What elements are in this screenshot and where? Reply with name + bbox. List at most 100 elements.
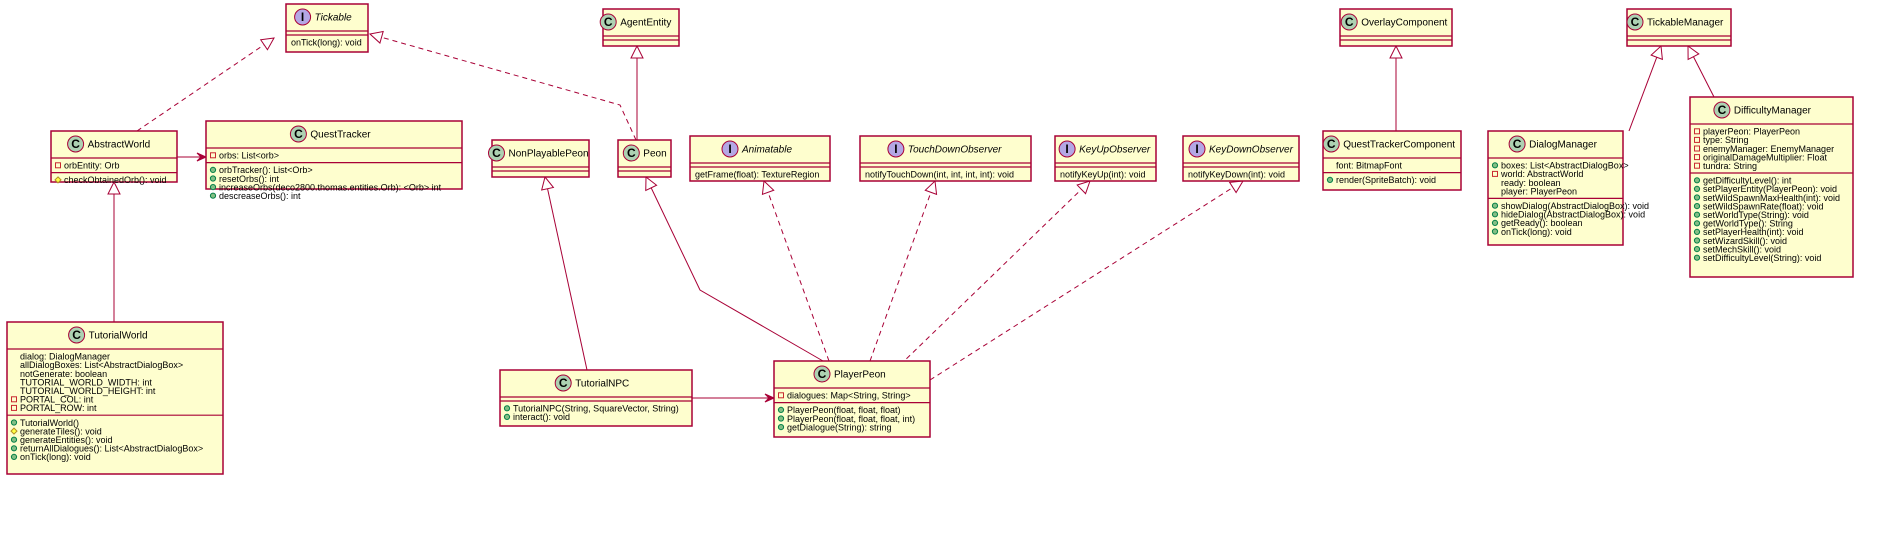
class-field: tundra: String xyxy=(1703,161,1757,171)
class-method: getDialogue(String): string xyxy=(787,422,892,432)
relation-line xyxy=(763,180,830,362)
class-method: onTick(long): void xyxy=(1501,227,1572,237)
class-quest-tracker[interactable]: C QuestTracker orbs: List<orb> orbTracker()… xyxy=(205,120,463,201)
public-icon xyxy=(777,406,785,413)
public-icon xyxy=(1693,237,1701,244)
relation-line xyxy=(1628,45,1662,132)
inheritance-triangle xyxy=(761,179,775,196)
relation-realization xyxy=(136,37,275,132)
class-name: KeyDownObserver xyxy=(1209,145,1294,156)
public-icon xyxy=(10,419,18,426)
class-method: notifyKeyUp(int): void xyxy=(1060,170,1146,180)
class-field: PORTAL_ROW: int xyxy=(20,403,97,413)
class-overlay-component[interactable]: C OverlayComponent xyxy=(1339,8,1453,47)
relations-layer xyxy=(107,30,1715,403)
interface-icon xyxy=(721,140,739,158)
relation-association xyxy=(177,152,208,162)
public-icon xyxy=(1693,194,1701,201)
stereotype-letter: C xyxy=(1345,15,1354,29)
public-icon xyxy=(209,192,217,199)
private-icon xyxy=(1694,136,1700,143)
class-name: TickableManager xyxy=(1647,18,1724,29)
class-name: QuestTracker xyxy=(310,130,371,141)
class-box xyxy=(1322,130,1462,191)
class-name: KeyUpObserver xyxy=(1079,145,1151,156)
relation-realization xyxy=(869,179,938,362)
class-name: PlayerPeon xyxy=(834,370,886,381)
relation-realization xyxy=(761,179,830,362)
public-icon xyxy=(10,445,18,452)
class-box xyxy=(1689,96,1854,278)
private-icon xyxy=(1492,170,1498,177)
class-method: setPlayerHealth(int): void xyxy=(1703,227,1804,237)
private-icon xyxy=(210,152,216,159)
class-difficulty-manager[interactable]: C DifficultyManager playerPeon: PlayerPeon… xyxy=(1689,96,1854,278)
class-icon xyxy=(67,135,85,153)
private-icon xyxy=(1694,154,1700,161)
class-icon xyxy=(289,125,307,143)
stereotype-letter: I xyxy=(301,10,304,24)
class-box xyxy=(499,369,693,427)
inheritance-triangle xyxy=(368,30,384,44)
inheritance-triangle xyxy=(259,37,275,51)
interface-icon xyxy=(294,8,312,26)
public-icon xyxy=(1693,185,1701,192)
class-field: type: String xyxy=(1703,135,1749,145)
class-field: orbEntity: Orb xyxy=(64,161,120,171)
relation-association xyxy=(692,393,776,403)
stereotype-letter: C xyxy=(1718,103,1727,117)
protected-icon xyxy=(54,176,62,184)
class-method: onTick(long): void xyxy=(20,452,91,462)
class-name: Peon xyxy=(643,149,666,160)
class-box xyxy=(773,360,931,438)
stereotype-letter: C xyxy=(1513,137,1522,151)
class-field: orbs: List<orb> xyxy=(219,151,279,161)
private-icon xyxy=(778,392,784,399)
stereotype-letter: C xyxy=(294,127,303,141)
class-icon xyxy=(68,326,86,344)
inheritance-triangle xyxy=(1650,44,1663,61)
class-box xyxy=(205,120,463,190)
class-method: orbTracker(): List<Orb> xyxy=(219,165,313,175)
relation-line xyxy=(929,180,1244,381)
class-icon xyxy=(1322,135,1340,153)
class-field: notGenerate: boolean xyxy=(20,369,107,379)
class-name: DifficultyManager xyxy=(1734,106,1812,117)
class-field: world: AbstractWorld xyxy=(1500,169,1583,179)
class-field: PORTAL_COL: int xyxy=(20,395,94,405)
class-name: OverlayComponent xyxy=(1361,18,1447,29)
class-box xyxy=(6,321,224,475)
inheritance-triangle xyxy=(645,175,658,192)
class-method: generateEntities(): void xyxy=(20,435,113,445)
public-icon xyxy=(1693,211,1701,218)
class-box xyxy=(1487,130,1624,246)
stereotype-letter: I xyxy=(1195,142,1198,156)
class-field: playerPeon: PlayerPeon xyxy=(1703,127,1800,137)
class-method: setDifficultyLevel(String): void xyxy=(1703,253,1821,263)
private-icon xyxy=(55,162,61,169)
public-icon xyxy=(209,184,217,191)
private-icon xyxy=(1694,162,1700,169)
interface-icon xyxy=(1188,140,1206,158)
class-icon xyxy=(622,144,640,162)
class-field: ready: boolean xyxy=(1501,178,1561,188)
class-name: TouchDownObserver xyxy=(908,145,1002,156)
public-icon xyxy=(1693,220,1701,227)
relation-extends xyxy=(107,180,121,322)
